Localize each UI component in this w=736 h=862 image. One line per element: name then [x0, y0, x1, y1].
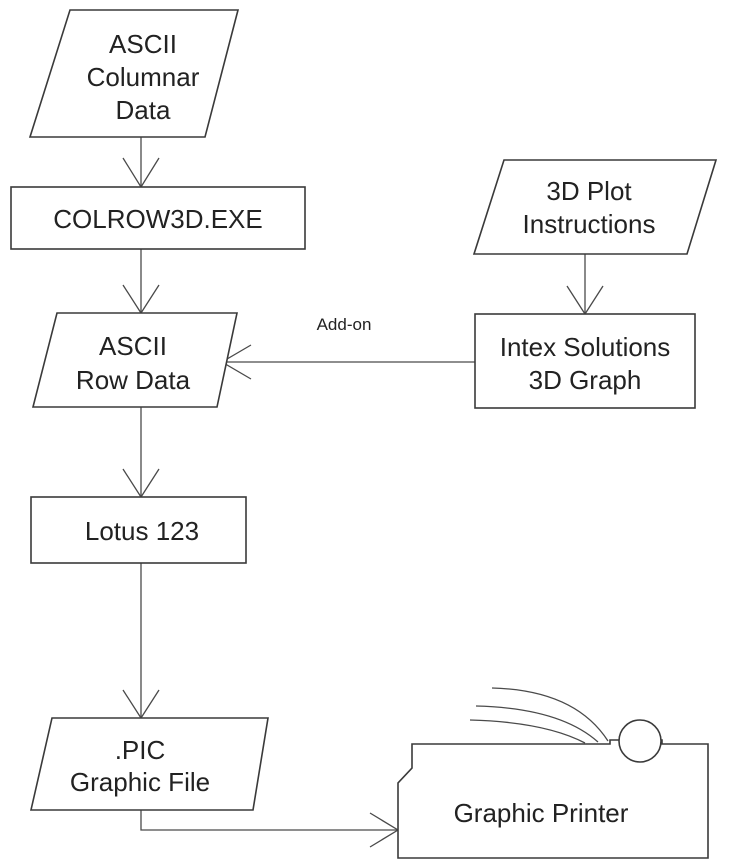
printer-body-shape — [397, 739, 709, 859]
node-ascii-columnar-line1: ASCII — [109, 29, 177, 59]
node-ascii-row-data: ASCII Row Data — [31, 312, 238, 408]
node-colrow3d-exe: COLROW3D.EXE — [10, 186, 306, 250]
node-colrow3d-shape — [10, 186, 306, 250]
node-intex-line2: 3D Graph — [529, 365, 642, 395]
node-graphic-printer: Graphic Printer — [397, 687, 709, 859]
edge-pic-to-printer — [140, 810, 398, 831]
node-pic-line2: Graphic File — [70, 767, 210, 797]
node-lotus-label: Lotus 123 — [85, 516, 199, 546]
printer-paper-arc-2 — [475, 705, 599, 743]
node-ascii-columnar-data: ASCII Columnar Data — [28, 9, 240, 138]
node-colrow3d-label: COLROW3D.EXE — [53, 204, 263, 234]
node-pic-graphic-file: .PIC Graphic File — [29, 717, 269, 811]
node-pic-shape — [29, 717, 269, 811]
node-3d-plot-instructions-shape — [472, 159, 718, 255]
node-3d-plot-instructions-line1: 3D Plot — [546, 176, 632, 206]
edge-addon-label: Add-on — [317, 315, 372, 334]
node-ascii-row-data-line1: ASCII — [99, 331, 167, 361]
node-pic-line1: .PIC — [115, 735, 166, 765]
node-ascii-row-data-shape — [31, 312, 238, 408]
node-intex-shape — [474, 313, 696, 409]
node-3d-plot-instructions: 3D Plot Instructions — [472, 159, 718, 255]
node-ascii-row-data-line2: Row Data — [76, 365, 191, 395]
node-ascii-columnar-shape — [28, 9, 240, 138]
node-intex-line1: Intex Solutions — [500, 332, 671, 362]
node-ascii-columnar-line3: Data — [116, 95, 171, 125]
printer-paper-arc-3 — [491, 687, 609, 742]
node-intex-solutions-3d-graph: Intex Solutions 3D Graph — [474, 313, 696, 409]
printer-knob-icon — [618, 719, 662, 763]
node-lotus-shape — [30, 496, 247, 564]
node-3d-plot-instructions-line2: Instructions — [523, 209, 656, 239]
node-printer-label: Graphic Printer — [454, 798, 629, 828]
node-lotus-123: Lotus 123 — [30, 496, 247, 564]
printer-paper-arc-1 — [469, 719, 586, 744]
node-ascii-columnar-line2: Columnar — [87, 62, 200, 92]
